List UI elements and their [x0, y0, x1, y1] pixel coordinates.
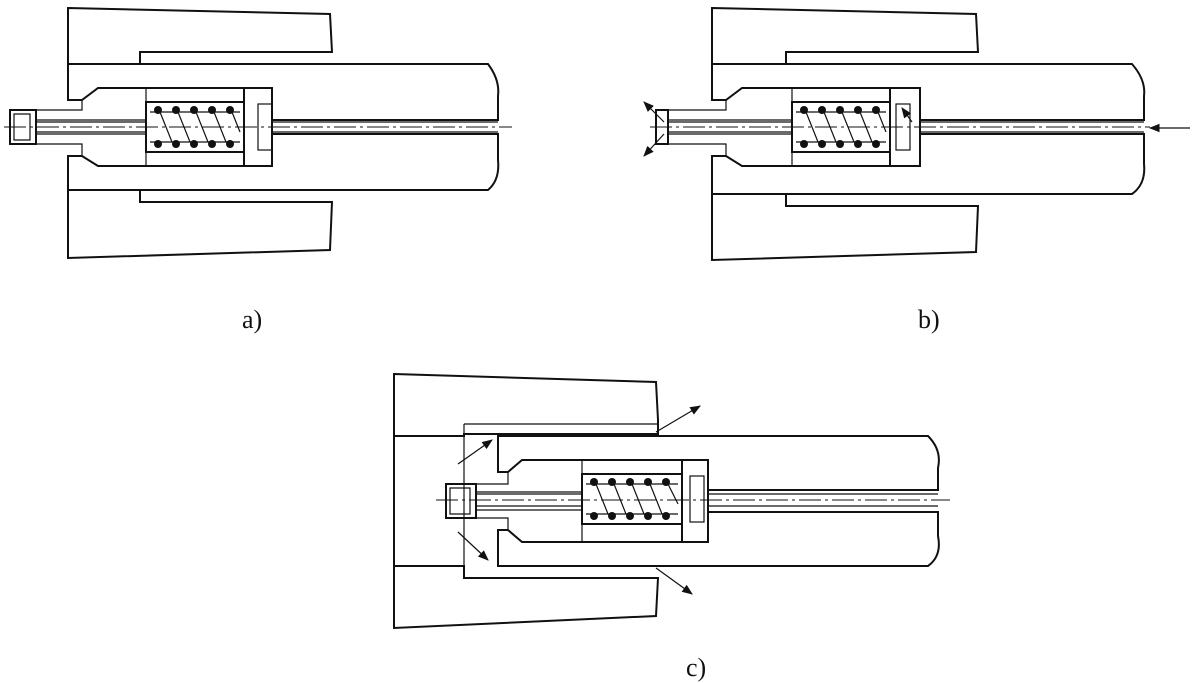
core-shaft-lower: [711, 133, 1146, 195]
spring-coils: [150, 106, 241, 148]
flow-arrow: [457, 439, 493, 465]
core-shaft-lower: [67, 133, 500, 191]
pin-tip: [445, 483, 477, 519]
mold-block-upper: [393, 372, 659, 437]
flow-arrow: [901, 107, 913, 123]
flow-arrow: [643, 101, 665, 123]
panel-b: b): [643, 6, 1190, 334]
flow-arrow: [655, 405, 701, 433]
mold-block-upper: [711, 6, 980, 65]
mold-block-lower: [393, 565, 660, 630]
spring-coils: [586, 478, 679, 520]
core-shaft-lower: [497, 511, 940, 567]
caption-b: b): [918, 305, 940, 334]
mold-block-lower: [711, 193, 980, 262]
end-cap: [681, 459, 709, 543]
bushing-upper: [667, 87, 793, 121]
core-shaft: [67, 63, 500, 121]
caption-c: c): [686, 653, 706, 682]
panel-c: c): [393, 372, 950, 682]
core-shaft: [497, 435, 940, 491]
core-shaft: [711, 63, 1146, 121]
flow-arrow: [643, 133, 665, 157]
flow-arrow: [655, 567, 693, 595]
bushing-lower: [475, 509, 583, 543]
caption-a: a): [242, 305, 262, 334]
bushing-upper: [475, 459, 583, 493]
mold-block-lower: [67, 189, 334, 260]
mold-block-upper: [67, 6, 334, 65]
panel-a: a): [4, 6, 512, 334]
pin-tip: [655, 109, 669, 145]
pin-tip: [9, 109, 37, 145]
bushing-upper: [35, 87, 147, 121]
flow-arrow: [457, 531, 489, 561]
bushing-lower: [667, 133, 793, 167]
bushing-lower: [35, 133, 147, 167]
